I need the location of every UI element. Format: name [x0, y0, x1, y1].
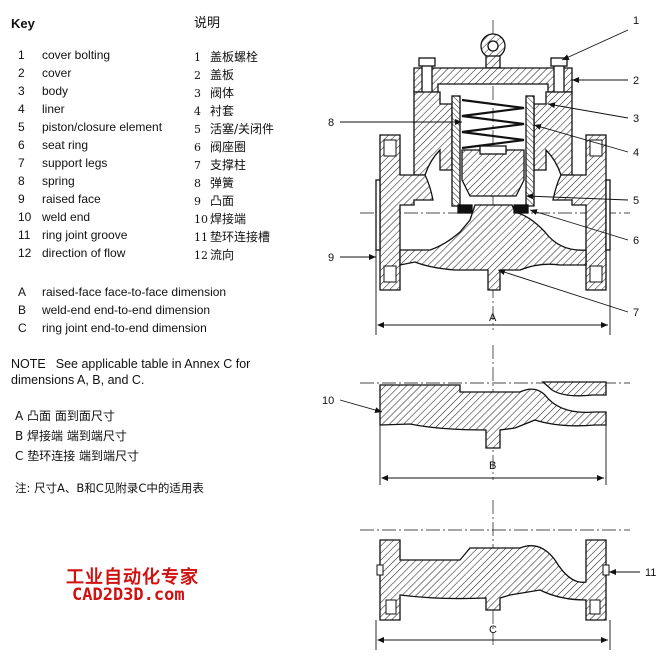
dimension-a-label: A [489, 312, 497, 324]
callout-7: 7 [633, 307, 639, 319]
callout-leaders [339, 29, 640, 575]
callout-1: 1 [633, 15, 639, 27]
callout-3: 3 [633, 113, 639, 125]
key-title: Key [11, 16, 35, 31]
note-cn: 注: 尺寸A、B和C见附录C中的适用表 [15, 481, 204, 495]
dimension-b-label: B [489, 460, 496, 472]
dimension-a-line [375, 250, 611, 335]
callout-11: 11 [645, 567, 656, 579]
dimension-b-line [379, 425, 607, 485]
callout-6: 6 [633, 235, 639, 247]
spring [461, 98, 525, 150]
dimension-c-line [375, 620, 611, 650]
watermark-cn: 工业自动化专家 [66, 567, 199, 588]
callout-2: 2 [633, 75, 639, 87]
valve-section-ring-joint [360, 500, 630, 645]
dimension-b-cn: B 焊接端 端到端尺寸 [15, 429, 127, 443]
callout-4: 4 [633, 147, 639, 159]
dimension-c-cn: C 垫环连接 端到端尺寸 [15, 449, 140, 463]
callout-5: 5 [633, 195, 639, 207]
callout-9: 9 [328, 252, 334, 264]
callout-10: 10 [322, 395, 334, 407]
key-title-cn: 说明 [194, 16, 221, 31]
dimension-a-cn: A 凸面 面到面尺寸 [15, 409, 115, 423]
valve-section-top [360, 20, 630, 330]
valve-section-weld-end [360, 345, 630, 480]
watermark-url: CAD2D3D.com [72, 585, 185, 605]
dimension-c-label: C [489, 624, 497, 636]
callout-8: 8 [328, 117, 334, 129]
